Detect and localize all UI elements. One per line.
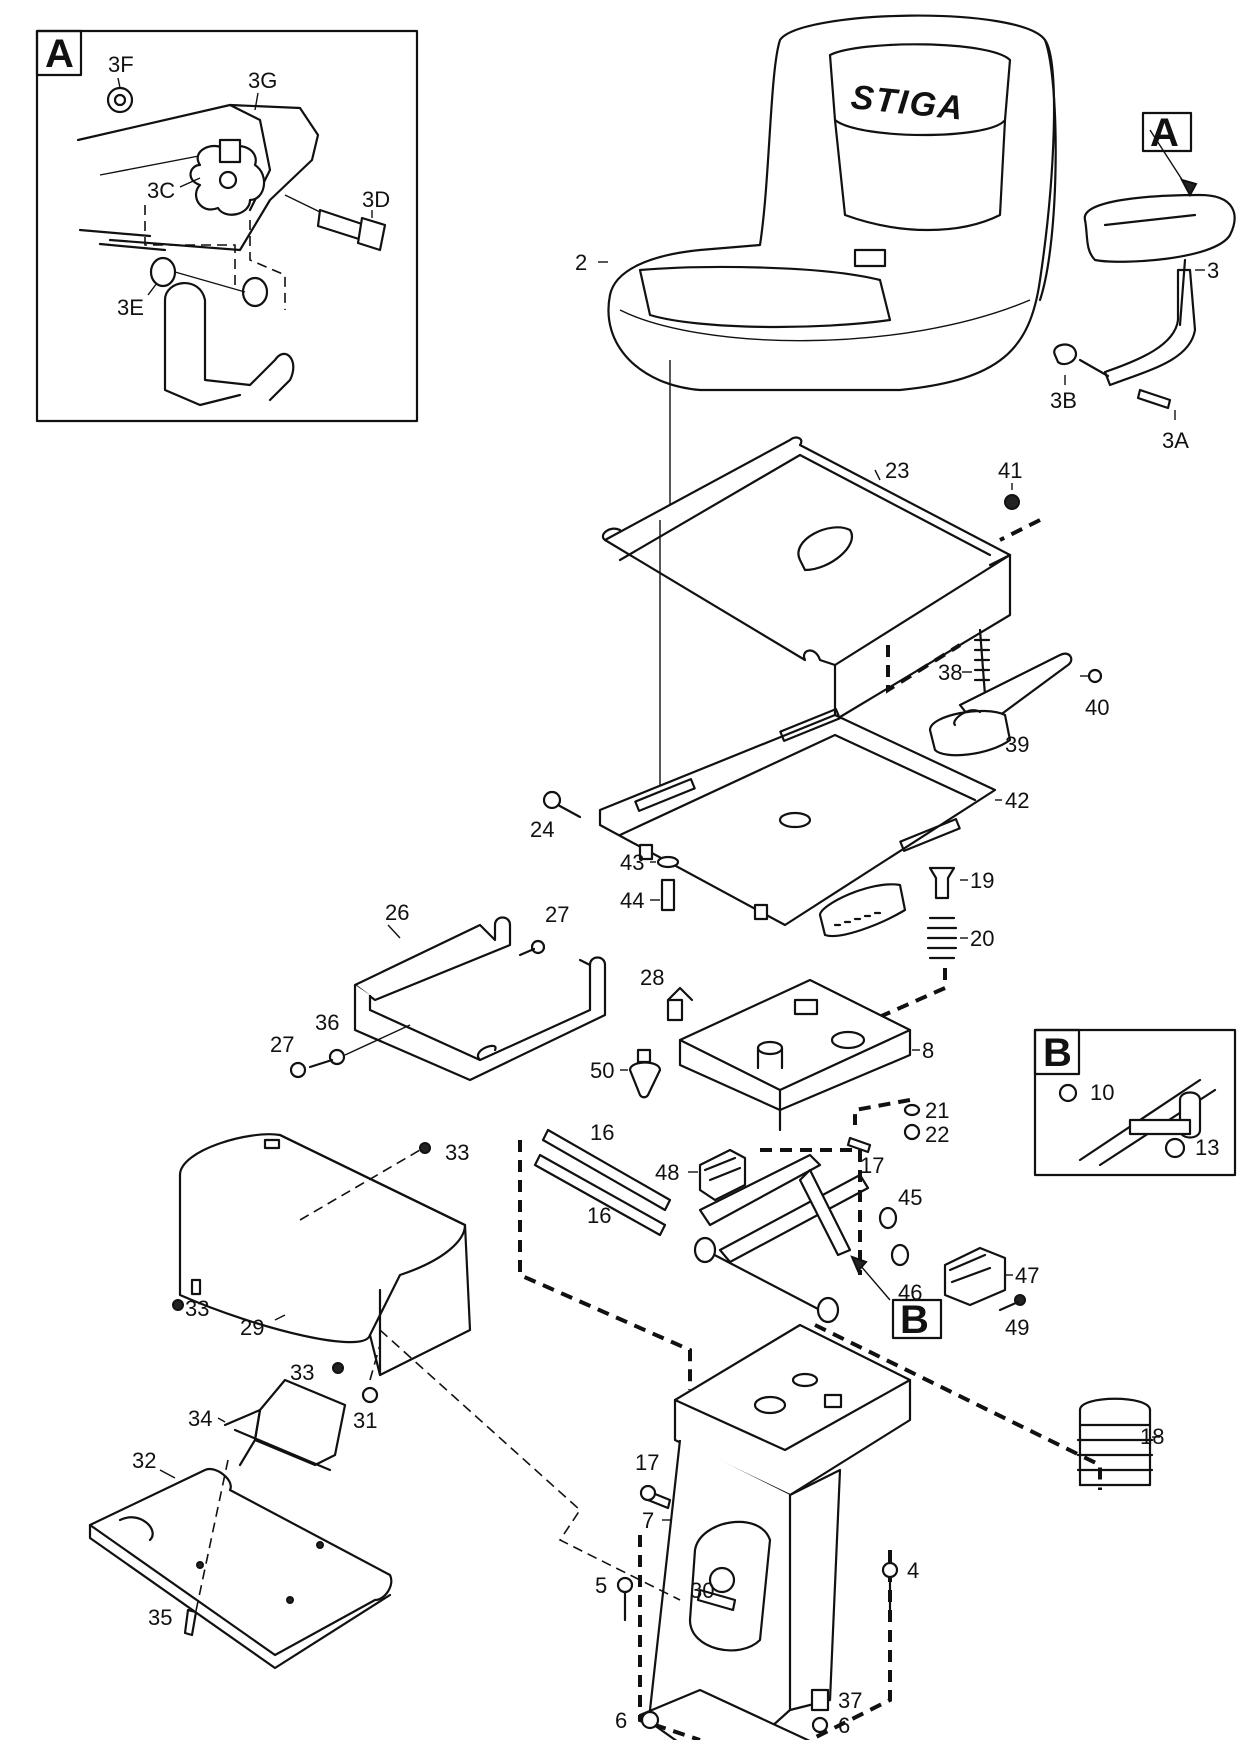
slide-plate-upper: 23 41: [601, 360, 1041, 722]
label-40: 40: [1085, 695, 1109, 720]
label-42: 42: [1005, 788, 1029, 813]
label-28: 28: [640, 965, 664, 990]
label-49: 49: [1005, 1315, 1029, 1340]
label-3A: 3A: [1162, 428, 1189, 453]
label-10: 10: [1090, 1080, 1114, 1105]
label-43: 43: [620, 850, 644, 875]
label-17-upper: 17: [860, 1153, 884, 1178]
label-6-left: 6: [615, 1708, 627, 1733]
label-3: 3: [1207, 258, 1219, 283]
armrest: 3 3B 3A A: [1050, 111, 1236, 453]
callout-b: B: [900, 1298, 929, 1342]
label-44: 44: [620, 888, 644, 913]
pin-spring: 19 20: [849, 866, 994, 1032]
label-29: 29: [240, 1315, 264, 1340]
label-32: 32: [132, 1448, 156, 1473]
label-6-right: 6: [838, 1713, 850, 1738]
label-34: 34: [188, 1406, 212, 1431]
label-22: 22: [925, 1122, 949, 1147]
label-13: 13: [1195, 1135, 1219, 1160]
callout-a: A: [1150, 111, 1179, 155]
label-8: 8: [922, 1038, 934, 1063]
inset-a: A 3F 3G 3C 3D 3E: [35, 29, 419, 423]
label-21: 21: [925, 1098, 949, 1123]
label-5: 5: [595, 1573, 607, 1598]
tray-box: 26 27 36 27: [270, 900, 607, 1082]
release-lever: 38 40 39: [928, 628, 1109, 757]
label-3F: 3F: [108, 52, 134, 77]
label-16-bottom: 16: [587, 1203, 611, 1228]
label-23: 23: [885, 458, 909, 483]
upper-frame: 28 50 8 21 22 17: [590, 965, 949, 1178]
label-45: 45: [898, 1185, 922, 1210]
label-16-top: 16: [590, 1120, 614, 1145]
label-30: 30: [690, 1578, 714, 1603]
label-4: 4: [907, 1558, 919, 1583]
base-column: 7 30 17 5 4 6 37 6: [595, 1323, 919, 1745]
label-50: 50: [590, 1058, 614, 1083]
label-19: 19: [970, 868, 994, 893]
label-33-left: 33: [185, 1296, 209, 1321]
label-3G: 3G: [248, 68, 277, 93]
lower-guard: 34 32 35: [88, 1329, 681, 1670]
seat: STIGA 2: [575, 14, 1057, 392]
label-17-lower: 17: [635, 1450, 659, 1475]
label-3E: 3E: [117, 295, 144, 320]
label-27-left: 27: [270, 1032, 294, 1057]
label-48: 48: [655, 1160, 679, 1185]
label-7: 7: [642, 1508, 654, 1533]
label-36: 36: [315, 1010, 339, 1035]
label-3B: 3B: [1050, 388, 1077, 413]
label-3C: 3C: [147, 178, 175, 203]
label-33-bottom: 33: [290, 1360, 314, 1385]
label-27-top: 27: [545, 902, 569, 927]
label-41: 41: [998, 458, 1022, 483]
label-35: 35: [148, 1605, 172, 1630]
main-spring: 18: [814, 1323, 1164, 1490]
label-26: 26: [385, 900, 409, 925]
label-24: 24: [530, 817, 554, 842]
slide-plate-lower: 42 24 43 44: [530, 520, 1029, 938]
label-33-top: 33: [445, 1140, 469, 1165]
label-18: 18: [1140, 1424, 1164, 1449]
linkage: 16 16 48 45 46 47 49 B: [518, 1120, 1039, 1390]
inset-a-title: A: [45, 32, 74, 76]
label-37: 37: [838, 1688, 862, 1713]
inset-b-title: B: [1043, 1031, 1072, 1075]
label-20: 20: [970, 926, 994, 951]
label-3D: 3D: [362, 187, 390, 212]
label-2: 2: [575, 250, 587, 275]
rear-cover: 33 33 29 33 31: [172, 1133, 472, 1433]
label-39: 39: [1005, 732, 1029, 757]
label-31: 31: [353, 1408, 377, 1433]
inset-b: B 10 13: [1033, 1028, 1237, 1177]
label-38: 38: [938, 660, 962, 685]
label-47: 47: [1015, 1263, 1039, 1288]
